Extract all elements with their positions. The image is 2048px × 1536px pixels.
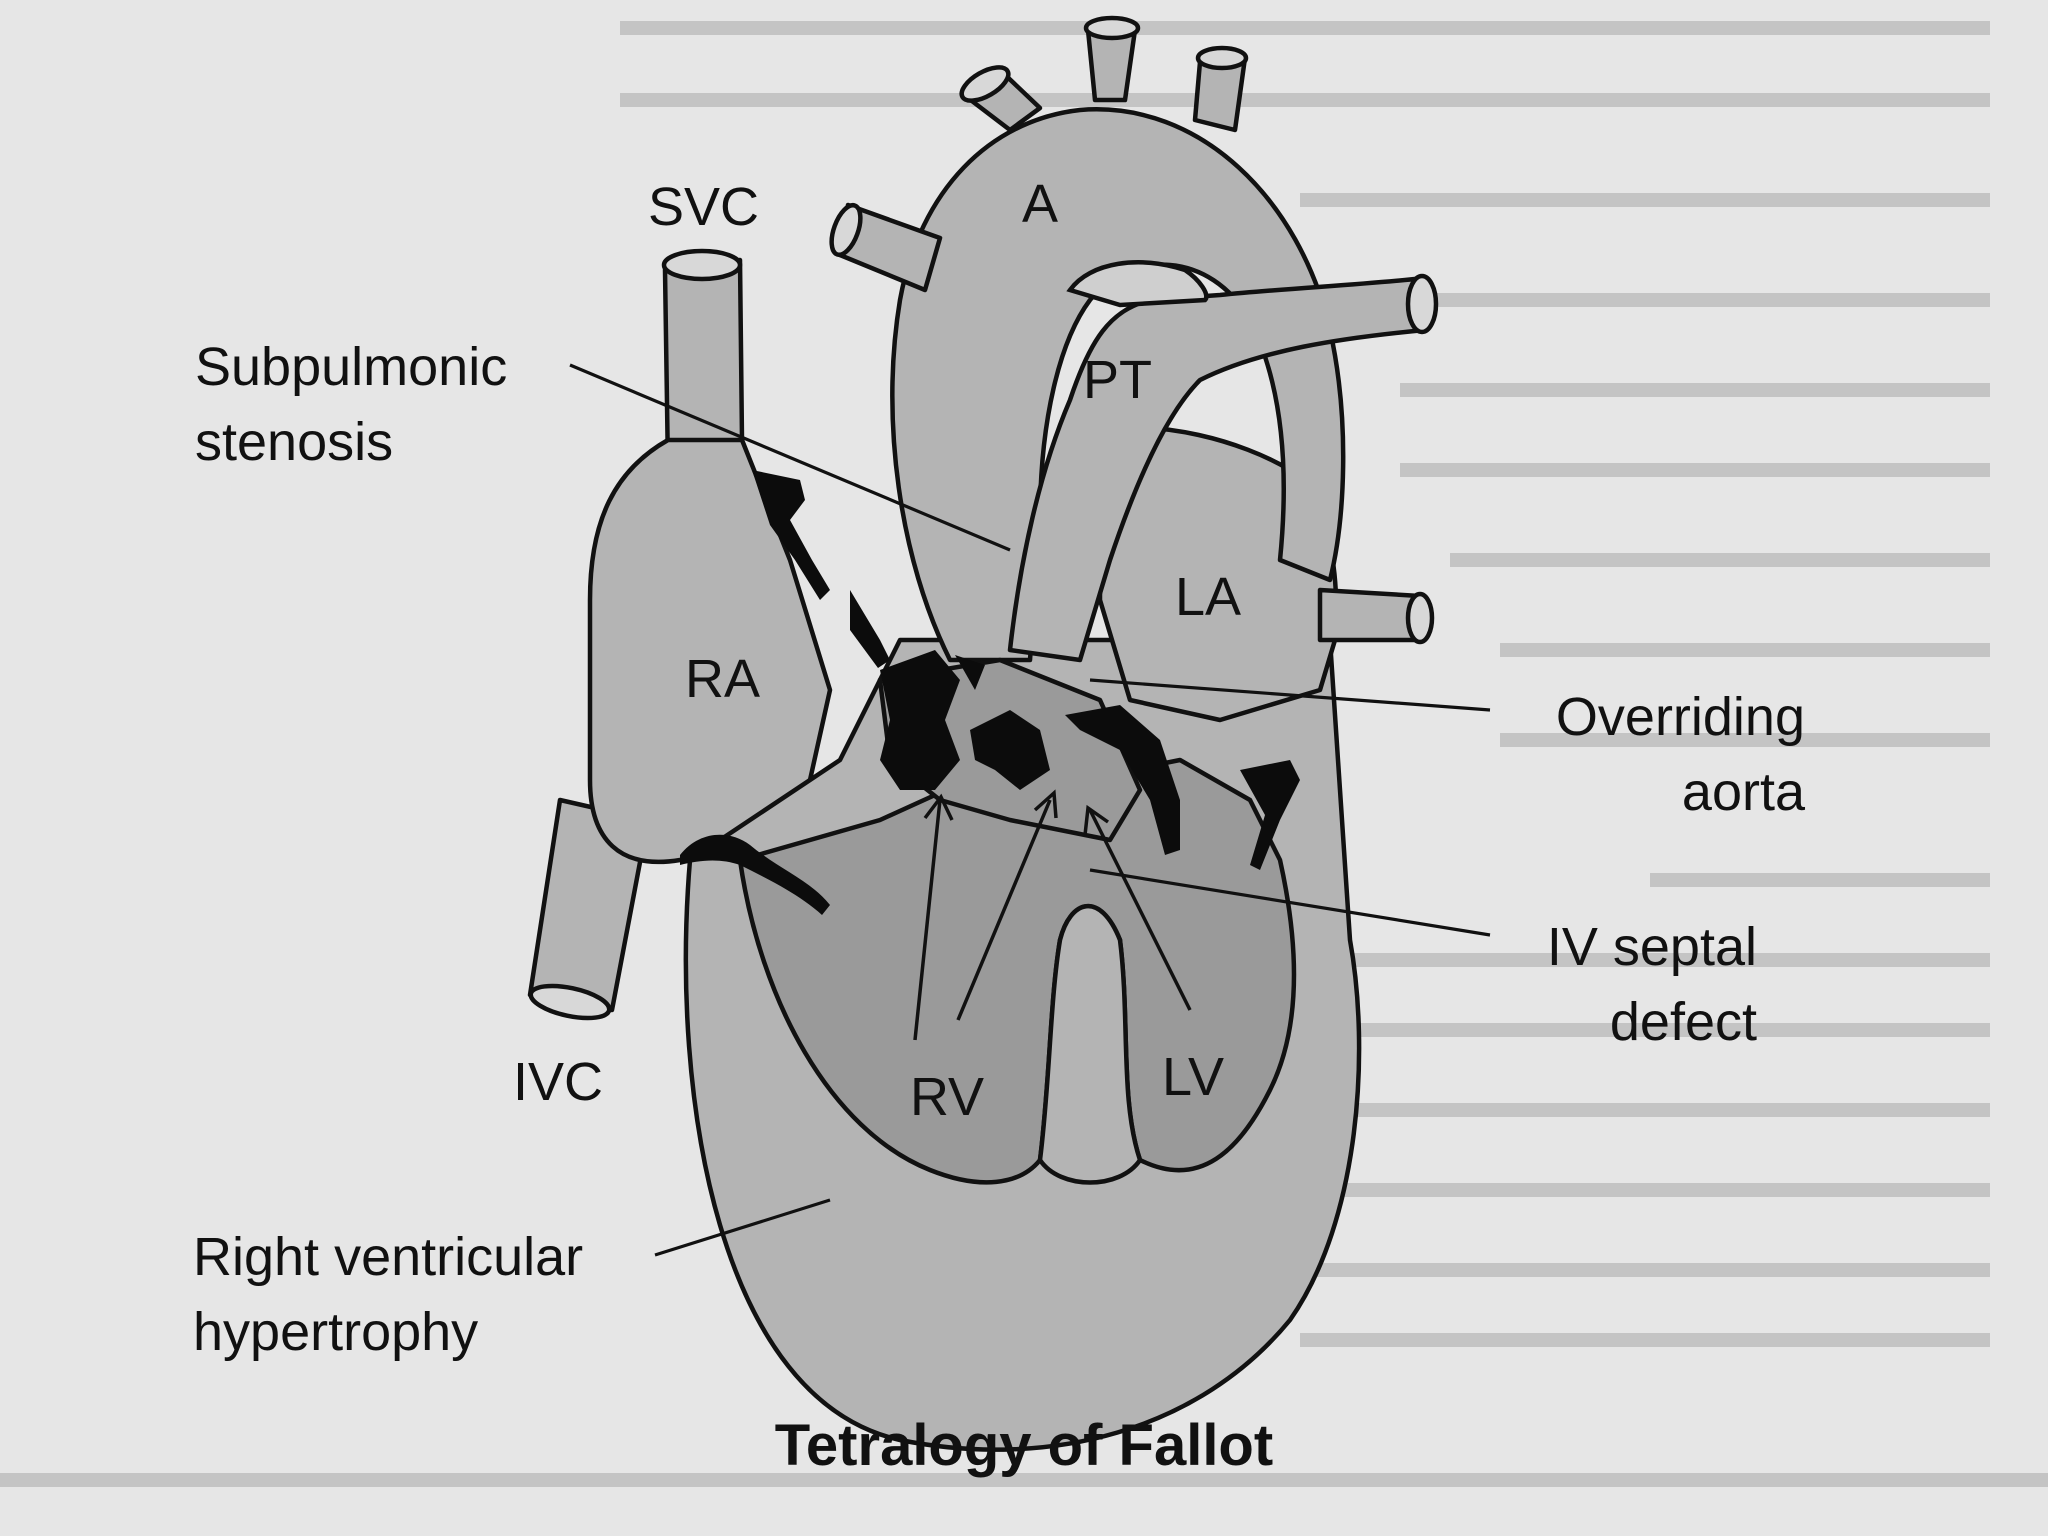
left-pulmonary-opening: [1405, 273, 1439, 335]
pulmonary-valve-tissue: [955, 655, 985, 690]
label-overriding-aorta-line1: Overriding: [1556, 687, 1805, 747]
ivc-valve-tissue: [680, 834, 830, 915]
flow-arrows: [913, 789, 1192, 1041]
leader-overriding-aorta: [1089, 678, 1491, 712]
svc-valve-tissue: [752, 470, 830, 600]
left-carotid-artery: [1085, 27, 1138, 103]
defect-edge-left: [970, 710, 1050, 790]
diagram-title: Tetralogy of Fallot: [775, 1413, 1273, 1478]
dark-tissue: [680, 470, 1300, 915]
pulmonary-vein: [1317, 587, 1423, 643]
label-subpulmonic-stenosis-line2: stenosis: [195, 412, 393, 472]
label-subpulmonic-stenosis-line1: Subpulmonic: [195, 337, 507, 397]
label-left-atrium: LA: [1175, 567, 1241, 627]
arrow-lv: [1088, 809, 1192, 1011]
label-overriding-aorta-line2: aorta: [1682, 762, 1806, 822]
arrow-rv-left: [913, 799, 942, 1041]
interventricular-septum: [1037, 904, 1143, 1185]
label-iv-septal-defect-line1: IV septal: [1547, 917, 1757, 977]
leader-rv-hypertrophy: [654, 1198, 831, 1257]
right-pulmonary-opening: [829, 202, 863, 258]
label-right-ventricle: RV: [910, 1067, 984, 1127]
leader-lines: [569, 363, 1491, 1257]
brachiocephalic-opening: [959, 65, 1011, 103]
label-iv-septal-defect-line2: defect: [1610, 992, 1757, 1052]
label-right-atrium: RA: [685, 649, 760, 709]
left-carotid-opening: [1083, 15, 1141, 41]
ivc-opening: [528, 983, 612, 1021]
label-rv-hypertrophy-line1: Right ventricular: [193, 1227, 583, 1287]
svc-opening: [661, 248, 743, 282]
ra-valve-tissue: [850, 590, 890, 668]
left-subclavian-opening: [1195, 45, 1249, 71]
leader-iv-septal-defect: [1089, 868, 1491, 937]
subpulmonic-stenosis-tissue: [880, 650, 960, 790]
label-pulmonary-trunk: PT: [1083, 350, 1152, 410]
label-ivc: IVC: [513, 1052, 603, 1112]
right-atrium-shape: [587, 437, 833, 873]
arrow-rv-right: [956, 799, 1052, 1021]
leader-subpulmonic-stenosis: [569, 363, 1011, 552]
arch-opening: [1066, 260, 1209, 308]
lv-wall-tissue: [1240, 760, 1300, 870]
defect-edge-right: [1065, 705, 1180, 855]
pulmonary-vein-opening: [1405, 591, 1435, 645]
label-rv-hypertrophy-line2: hypertrophy: [193, 1302, 478, 1362]
label-svc: SVC: [648, 177, 759, 237]
pulmonary-trunk-shape: [1007, 275, 1428, 663]
label-aorta: A: [1022, 174, 1058, 234]
label-left-ventricle: LV: [1162, 1047, 1224, 1107]
